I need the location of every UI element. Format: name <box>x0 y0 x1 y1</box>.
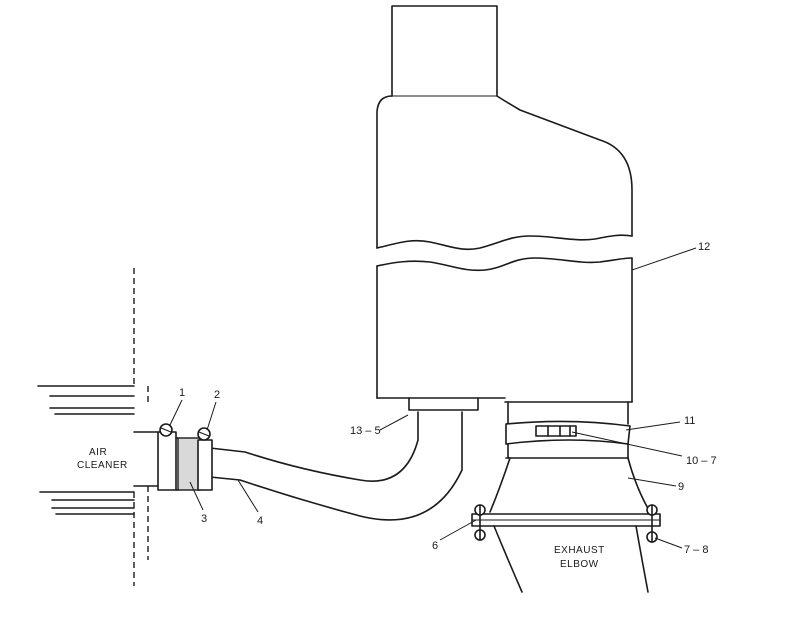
callout-12: 12 <box>698 241 710 253</box>
clamp-bolt-1 <box>159 423 173 437</box>
clamp-bolt-2 <box>197 427 211 441</box>
exhaust-stack <box>376 5 633 411</box>
exhaust-elbow <box>493 525 649 593</box>
adapter <box>489 443 651 513</box>
callout-4: 4 <box>257 515 263 527</box>
callout-13-5: 13 – 5 <box>350 425 381 437</box>
air-cleaner-outline <box>37 268 159 586</box>
stack-outlet-pipe <box>507 401 629 425</box>
leader-lines <box>169 247 697 549</box>
air-cleaner-caption-line2: CLEANER <box>77 460 128 471</box>
callout-11: 11 <box>684 415 695 427</box>
callout-1: 1 <box>179 387 185 399</box>
callout-6: 6 <box>432 540 438 552</box>
hose-coupling <box>157 431 213 491</box>
callout-9: 9 <box>678 481 684 493</box>
air-cleaner-caption-line1: AIR <box>89 447 107 458</box>
callout-10-7: 10 – 7 <box>686 455 717 467</box>
callout-3: 3 <box>201 513 207 525</box>
intake-hose <box>209 411 463 521</box>
exhaust-elbow-caption-line1: EXHAUST <box>554 545 605 556</box>
exhaust-elbow-caption-line2: ELBOW <box>560 559 599 570</box>
callout-7-8: 7 – 8 <box>684 544 708 556</box>
callout-2: 2 <box>214 389 220 401</box>
flange <box>471 504 661 543</box>
